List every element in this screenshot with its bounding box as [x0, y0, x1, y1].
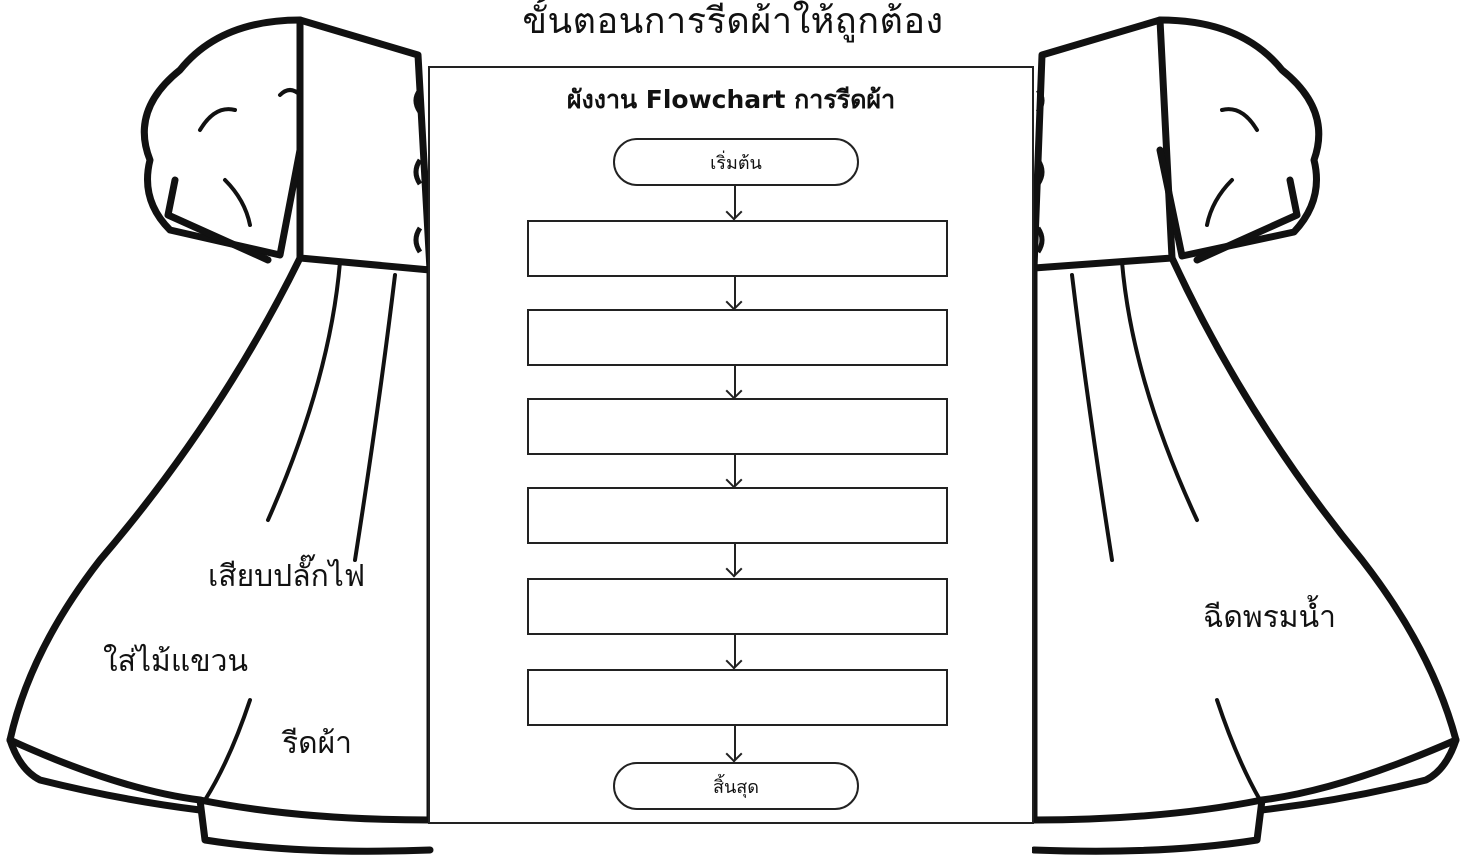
word-iron-clothes[interactable]: รีดผ้า [282, 726, 353, 761]
end-terminal: สิ้นสุด [613, 762, 859, 810]
flow-arrow [725, 186, 744, 221]
step-box-2[interactable] [527, 309, 948, 366]
step-box-1[interactable] [527, 220, 948, 277]
end-label: สิ้นสุด [713, 776, 759, 798]
step-box-6[interactable] [527, 669, 948, 726]
word-hang-on-hanger[interactable]: ใส่ไม้แขวน [103, 644, 249, 679]
flow-arrow [725, 544, 744, 578]
flowchart-sheet: ผังงาน Flowchart การรีดผ้า เริ่มต้น สิ้น… [428, 66, 1034, 824]
word-plug-in[interactable]: เสียบปลั๊กไฟ [208, 559, 366, 594]
step-box-3[interactable] [527, 398, 948, 455]
flowchart-title: ผังงาน Flowchart การรีดผ้า [566, 85, 896, 114]
flow-arrow [725, 277, 744, 311]
flow-arrow [725, 366, 744, 400]
start-label: เริ่มต้น [710, 152, 762, 174]
start-terminal: เริ่มต้น [613, 138, 859, 186]
word-spray-water[interactable]: ฉีดพรมน้ำ [1203, 600, 1336, 635]
dress-illustration-right [1032, 16, 1460, 855]
flow-arrow [725, 455, 744, 489]
page-title: ขั้นตอนการรีดผ้าให้ถูกต้อง [522, 1, 944, 42]
step-box-5[interactable] [527, 578, 948, 635]
dress-illustration-left [6, 16, 434, 855]
step-box-4[interactable] [527, 487, 948, 544]
flow-arrow [725, 635, 744, 670]
flow-arrow [725, 726, 744, 763]
